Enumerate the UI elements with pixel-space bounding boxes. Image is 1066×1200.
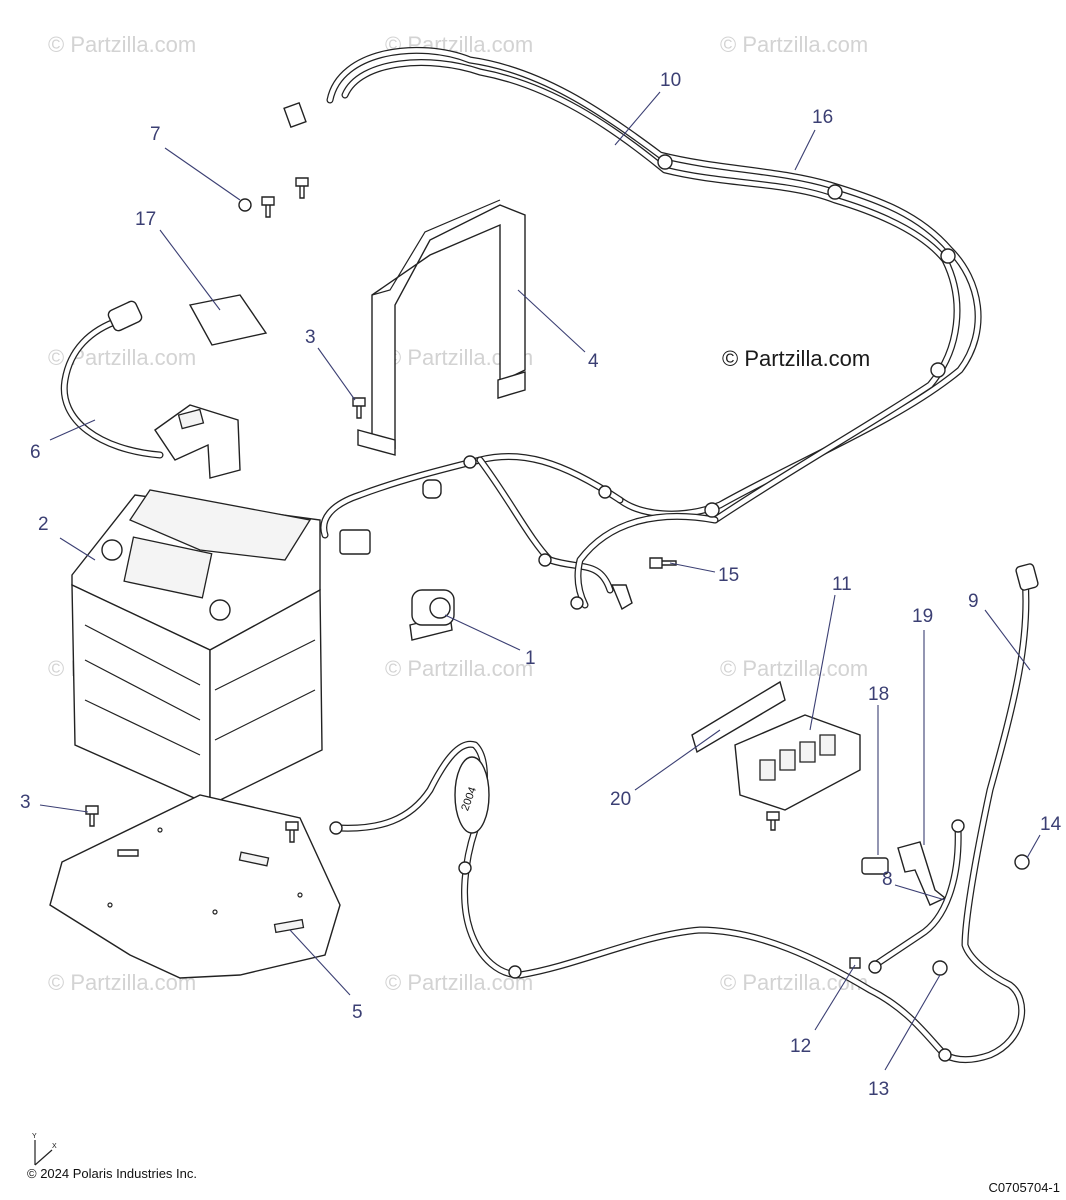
callout-14: 14 <box>1040 814 1062 835</box>
callout-9: 9 <box>968 591 979 612</box>
callout-4: 4 <box>588 351 599 372</box>
battery-part-2 <box>71 489 323 807</box>
callout-10: 10 <box>660 70 681 91</box>
nut-part-14 <box>1014 854 1030 870</box>
axis-x-label: X <box>52 1143 57 1150</box>
bracket-part-19 <box>897 841 947 906</box>
callout-3: 3 <box>305 327 316 348</box>
watermark: © Partzilla.com <box>720 32 868 57</box>
callout-16: 16 <box>812 107 833 128</box>
callout-3-lower: 3 <box>20 792 31 813</box>
callout-17: 17 <box>135 209 156 230</box>
callout-20: 20 <box>610 789 631 810</box>
battery-strap <box>357 199 526 456</box>
battery-tray-part-5 <box>49 794 341 979</box>
copyright-notice: © 2024 Polaris Industries Inc. <box>27 1166 197 1181</box>
main-watermark: © Partzilla.com <box>722 346 870 371</box>
callout-12: 12 <box>790 1036 811 1057</box>
bolt-part-15 <box>649 557 677 569</box>
cable-part-9 <box>941 563 1039 1063</box>
watermark: © Partzilla.com <box>720 656 868 681</box>
callout-1: 1 <box>525 648 536 669</box>
relay-part-18 <box>861 857 889 875</box>
callout-6: 6 <box>30 442 41 463</box>
bolt-part-3 <box>352 397 366 419</box>
callout-2: 2 <box>38 514 49 535</box>
callout-5: 5 <box>352 1002 363 1023</box>
label-part-17 <box>188 294 268 346</box>
ground-cable-part-8 <box>868 819 965 974</box>
watermark: © Partzilla.com <box>385 656 533 681</box>
callout-18: 18 <box>868 684 889 705</box>
callout-8: 8 <box>882 869 893 890</box>
callout-15: 15 <box>718 565 739 586</box>
leader-lines <box>39 91 1041 1071</box>
callout-11: 11 <box>832 574 852 595</box>
main-harness <box>283 46 982 611</box>
callouts: 1 2 3 3 4 5 6 7 8 9 10 11 12 13 14 15 16… <box>20 70 1062 1100</box>
fasteners-part-7 <box>238 177 309 218</box>
watermark: © Partzilla.com <box>48 32 196 57</box>
positive-cable: 2004 <box>329 740 952 1062</box>
callout-7: 7 <box>150 124 161 145</box>
bolt-part-12 <box>849 957 861 969</box>
bolt-part-3 <box>285 821 299 843</box>
fuse-block-part-11 <box>734 714 861 831</box>
axis-indicator: Y X <box>32 1133 57 1166</box>
callout-19: 19 <box>912 606 933 627</box>
battery-cable-part-6 <box>60 300 241 479</box>
solenoid-part-1 <box>409 589 455 641</box>
diagram-code: C0705704-1 <box>988 1180 1060 1195</box>
clip-part-13 <box>932 960 948 976</box>
axis-y-label: Y <box>32 1133 37 1140</box>
callout-13: 13 <box>868 1079 889 1100</box>
plate-part-20 <box>691 680 786 754</box>
bolt-part-3 <box>85 805 99 827</box>
